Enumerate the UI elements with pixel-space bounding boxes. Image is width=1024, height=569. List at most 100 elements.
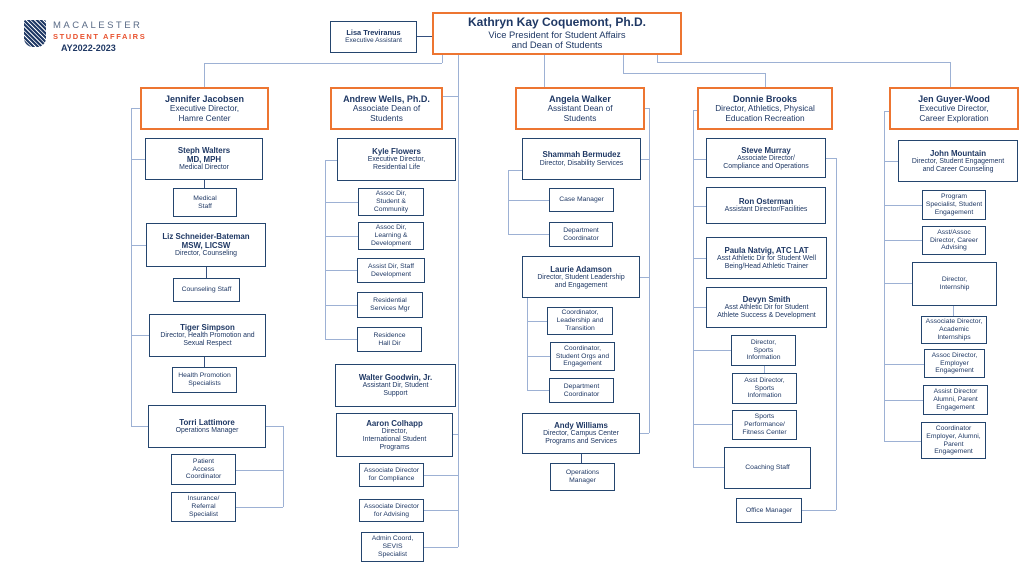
org-box-label: Engagement [563, 360, 602, 368]
org-box-label: Ron Osterman [738, 196, 794, 206]
connector-line [693, 467, 724, 468]
org-box-label: Assoc Dir, [375, 224, 407, 232]
org-box-label: Career Exploration [919, 112, 989, 123]
org-box-label: Coordinator, [561, 309, 599, 317]
connector-line [623, 73, 765, 74]
org-box-label: Alumni, Parent [933, 396, 978, 404]
org-box-label: Assoc Director, [931, 351, 978, 359]
org-box-label: Staff [198, 202, 212, 210]
connector-line [657, 55, 658, 62]
org-box-label: Residence [373, 331, 406, 339]
org-box-label: Medical [193, 194, 217, 202]
org-box-label: Engagement [934, 208, 974, 216]
org-box-label: Director, Career [930, 236, 978, 244]
org-box-label: Department [563, 226, 599, 234]
org-box-label: Health Promotion [178, 372, 231, 380]
org-box-label: Asst Director, [744, 376, 785, 384]
connector-line [527, 390, 549, 391]
connector-line [884, 283, 912, 284]
org-box-label: Director, Athletics, Physical [715, 103, 815, 114]
org-box-label: Kyle Flowers [372, 147, 421, 157]
org-box-label: Sports [754, 413, 775, 421]
connector-line [527, 356, 550, 357]
org-box-label: Residential [373, 297, 407, 305]
org-box-label: Fitness Center [742, 428, 787, 436]
connector-line [693, 110, 697, 111]
org-box-label: Development [370, 239, 412, 247]
org-box-label: John Mountain [929, 148, 987, 158]
org-box-office-manager: Office Manager [736, 498, 802, 523]
connector-line [204, 63, 205, 87]
connector-line [131, 426, 148, 427]
connector-line [236, 507, 283, 508]
org-box-label: Coordinator [185, 473, 222, 481]
org-box-label: Insurance/ [187, 495, 220, 503]
connector-line [884, 111, 889, 112]
org-box-label: Asst Athletic Dir for Student [724, 304, 809, 312]
org-box-label: Students [370, 112, 403, 123]
connector-line [527, 321, 547, 322]
org-box-label: Athlete Success & Development [717, 312, 816, 320]
org-box-label: Services Mgr [370, 305, 410, 312]
connector-line [649, 108, 650, 433]
connector-line [884, 400, 923, 401]
org-box-label: Student & [376, 198, 406, 206]
org-box-label: Compliance and Operations [723, 162, 809, 170]
org-box-label: Donnie Brooks [732, 93, 797, 104]
org-box-label: Information [747, 392, 782, 400]
macalester-logo: MACALESTER STUDENT AFFAIRS AY2022-2023 [24, 20, 146, 55]
org-box-label: MD, MPH [186, 155, 222, 165]
connector-line [508, 170, 509, 234]
org-box-label: for Advising [373, 510, 410, 518]
connector-line [131, 245, 146, 246]
org-box-label: for Compliance [368, 475, 415, 482]
connector-line [204, 63, 442, 64]
org-box-label: Coordinator [563, 234, 599, 242]
connector-line [693, 206, 706, 207]
connector-line [884, 111, 885, 441]
org-box-label: Specialist [377, 550, 408, 558]
org-box-label: Hamre Center [178, 112, 231, 123]
org-box-label: Development [370, 270, 412, 278]
connector-line [508, 234, 549, 235]
connector-line [458, 55, 459, 547]
connector-line [325, 202, 358, 203]
org-box-label: Specialist, Student [925, 201, 983, 209]
org-box-label: Coordinator [935, 424, 972, 432]
org-box-label: and Engagement [554, 281, 608, 289]
org-box-label: Patient [192, 457, 215, 465]
org-box-label: Coordinator [563, 390, 600, 398]
org-box-label: Jen Guyer-Wood [918, 93, 990, 104]
org-box-label: Residential Life [372, 164, 421, 172]
org-box-label: Assistant Dir, Student [362, 382, 429, 390]
org-box-label: Case Manager [559, 196, 604, 204]
org-box-label: Being/Head Athletic Trainer [724, 262, 809, 270]
org-box-label: Director, [941, 276, 968, 284]
connector-line [693, 350, 731, 351]
org-box-label: Lisa Treviranus [346, 27, 401, 37]
org-box-label: Director, [381, 427, 408, 435]
connector-line [325, 160, 326, 339]
org-box-label: Assistant Director/Facilities [724, 206, 808, 214]
org-box-label: Engagement [935, 367, 974, 375]
connector-line [131, 108, 132, 426]
connector-line [764, 366, 765, 373]
org-box-label: Kathryn Kay Coquemont, Ph.D. [467, 14, 646, 29]
connector-line [325, 160, 337, 161]
academic-year-label: AY2022-2023 [61, 43, 116, 54]
connector-line [884, 240, 922, 241]
org-box-label: Specialists [188, 380, 221, 387]
connector-line [884, 441, 921, 442]
